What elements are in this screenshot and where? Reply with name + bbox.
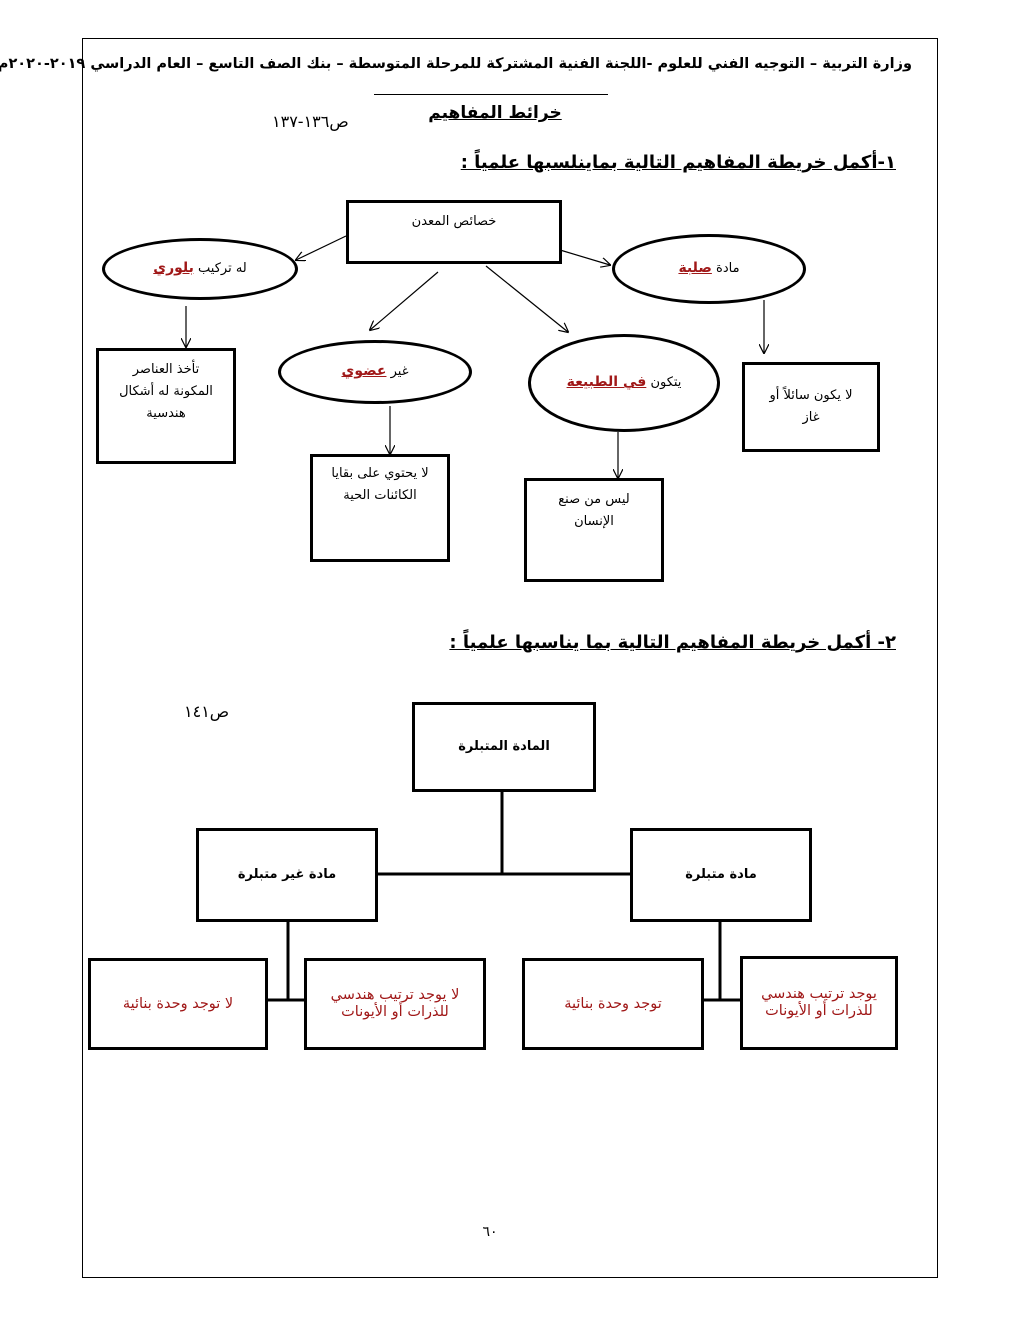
- header-rule: [374, 94, 608, 95]
- answer-crystal: بلوري: [153, 260, 194, 277]
- answer-geometric-arrangement-exists: يوجد ترتيب هندسي للذرات أو الأيونات: [740, 956, 898, 1050]
- page-header: وزارة التربية – التوجيه الفني للعلوم -ال…: [0, 56, 912, 72]
- page-title: خرائط المفاهيم: [428, 103, 562, 123]
- section2-page-ref: ص١٤١: [184, 702, 230, 721]
- root-node-label: خصائص المعدن: [411, 214, 497, 229]
- answer-building-unit-exists: توجد وحدة بنائية: [522, 958, 704, 1050]
- ellipse-crystal-structure: له تركيب بلوري: [102, 238, 298, 300]
- answer-solid: صلبة: [678, 260, 712, 277]
- answer-inorganic: عضوي: [341, 363, 387, 380]
- root-node-crystalline-matter: المادة المتبلرة: [412, 702, 596, 792]
- box-geometric-shapes: تأخذ العناصر المكونة له أشكال هندسية: [96, 348, 236, 464]
- page-number: ٦٠: [482, 1224, 498, 1240]
- box-not-liquid-or-gas: لا يكون سائلاً أو غاز: [742, 362, 880, 452]
- page-frame: [82, 38, 938, 1278]
- section1-question: ١-أكمل خريطة المفاهيم التالية بماينلسبها…: [460, 152, 896, 173]
- box-not-man-made: ليس من صنع الإنسان: [524, 478, 664, 582]
- answer-no-building-unit: لا توجد وحدة بنائية: [88, 958, 268, 1050]
- node-amorphous-matter: مادة غير متبلرة: [196, 828, 378, 922]
- ellipse-formed-in-nature: يتكون في الطبيعة: [528, 334, 720, 432]
- answer-nature: في الطبيعة: [566, 374, 647, 391]
- ellipse-inorganic: غير عضوي: [278, 340, 472, 404]
- answer-no-geometric-arrangement: لا يوجد ترتيب هندسي للذرات أو الأيونات: [304, 958, 486, 1050]
- ellipse-solid: مادة صلبة: [612, 234, 806, 304]
- box-no-living-remains: لا يحتوي على بقايا الكائنات الحية: [310, 454, 450, 562]
- node-crystalline-matter: مادة متبلرة: [630, 828, 812, 922]
- root-node-mineral-properties: خصائص المعدن: [346, 200, 562, 264]
- section2-question: ٢- أكمل خريطة المفاهيم التالية بما يناسب…: [449, 632, 896, 653]
- section1-page-ref: ص١٣٦-١٣٧: [272, 112, 349, 131]
